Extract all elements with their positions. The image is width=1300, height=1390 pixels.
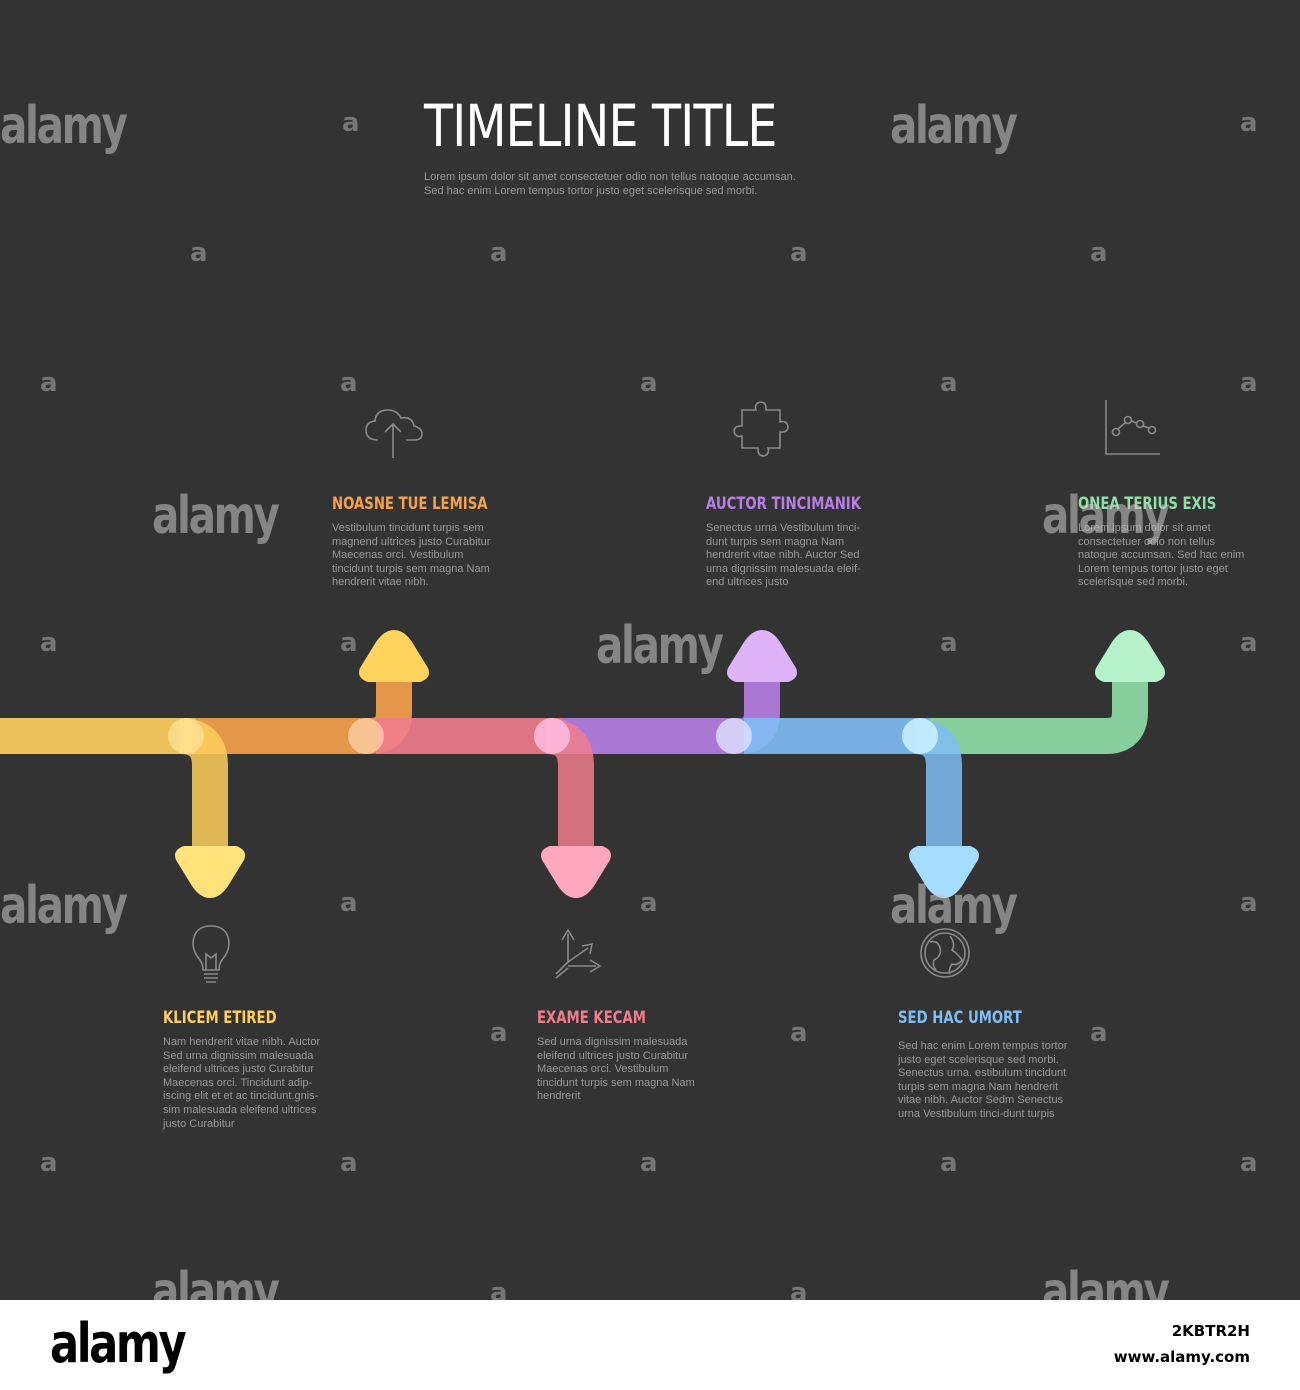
footer-logo: alamy xyxy=(50,1312,187,1375)
step-text-5: Sed hac enim Lorem tempus tortor justo e… xyxy=(898,1040,1068,1120)
step-title-6: ONEA TERIUS EXIS xyxy=(1078,494,1217,514)
cloud-upload-icon xyxy=(360,398,426,464)
step-title-1: KLICEM ETIRED xyxy=(163,1008,277,1028)
arrowhead-up-2 xyxy=(359,630,429,682)
step-text-4: Senectus urna Vestibulum tinci-dunt turp… xyxy=(706,522,861,589)
globe-icon xyxy=(912,920,978,986)
line-chart-icon xyxy=(1098,396,1164,462)
page-subtitle: Lorem ipsum dolor sit amet consectetuer … xyxy=(424,171,796,197)
footer-url: www.alamy.com xyxy=(1113,1348,1250,1366)
arrowhead-up-6 xyxy=(1095,630,1165,682)
step-text-1: Nam hendrerit vitae nibh. Auctor Sed urn… xyxy=(163,1036,321,1130)
step-title-5: SED HAC UMORT xyxy=(898,1008,1022,1028)
footer-image-id: 2KBTR2H xyxy=(1171,1322,1250,1340)
step-title-2: NOASNE TUE LEMISA xyxy=(332,494,488,514)
segment-6 xyxy=(930,660,1148,754)
footer-bar: alamy 2KBTR2H www.alamy.com xyxy=(0,1300,1300,1390)
step-text-3: Sed urna dignissim malesuada eleifend ul… xyxy=(537,1036,695,1103)
arrowhead-up-4 xyxy=(727,630,797,682)
step-text-6: Lorem ipsum dolor sit amet consectetuer … xyxy=(1078,522,1245,589)
infographic-canvas: TIMELINE TITLE Lorem ipsum dolor sit ame… xyxy=(0,92,1258,1322)
step-title-3: EXAME KECAM xyxy=(537,1008,646,1028)
page-title: TIMELINE TITLE xyxy=(424,92,777,160)
arrows-split-icon xyxy=(546,920,612,986)
step-title-4: AUCTOR TINCIMANIK xyxy=(706,494,862,514)
arrowhead-down-3 xyxy=(541,846,611,898)
arrowhead-down-1 xyxy=(175,846,245,898)
lightbulb-icon xyxy=(178,922,244,988)
puzzle-icon xyxy=(730,396,796,462)
timeline-path xyxy=(0,630,1165,898)
arrowhead-down-5 xyxy=(909,846,979,898)
step-text-2: Vestibulum tincidunt turpis sem magnend … xyxy=(332,522,491,589)
